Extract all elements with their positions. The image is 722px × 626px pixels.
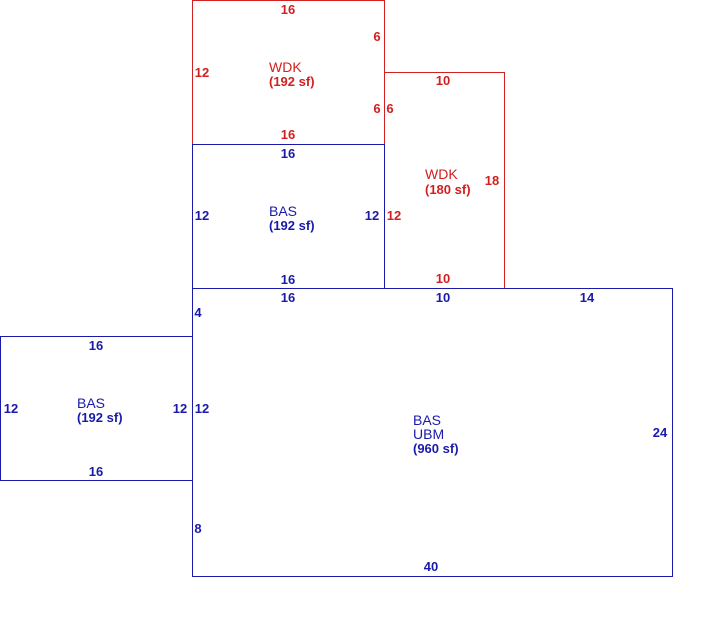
dim-wdk-top-bottom: 16 (281, 127, 295, 142)
dim-wdk-top-top: 16 (281, 2, 295, 17)
dim-wdk-top-left: 12 (195, 65, 209, 80)
dim-bas-main-top-a: 16 (281, 290, 295, 305)
dim-bas-main-top-c: 14 (580, 290, 595, 305)
dim-bas-main-left-a: 4 (194, 305, 202, 320)
area-size-bas-middle: (192 sf) (269, 218, 315, 233)
dim-bas-middle-bottom: 16 (281, 272, 295, 287)
area-code2-bas-main: UBM (413, 426, 444, 442)
dim-bas-middle-top: 16 (281, 146, 295, 161)
dim-wdk-top-right-upper: 6 (373, 29, 380, 44)
area-code-bas-main: BAS (413, 412, 441, 428)
dim-bas-main-left-b: 12 (195, 401, 209, 416)
dim-bas-left-right: 12 (173, 401, 187, 416)
dim-bas-middle-right-shared: 12 (387, 208, 401, 223)
area-code-wdk-right: WDK (425, 166, 458, 182)
bas-left-outline (0, 336, 193, 481)
dim-bas-left-left: 12 (4, 401, 18, 416)
area-code-wdk-top: WDK (269, 59, 302, 75)
dim-wdk-top-right-lower: 6 (373, 101, 380, 116)
dim-wdk-right-bottom: 10 (436, 271, 450, 286)
area-size-wdk-top: (192 sf) (269, 74, 315, 89)
dim-bas-left-bottom: 16 (89, 464, 103, 479)
dim-bas-main-top-b: 10 (436, 290, 450, 305)
dim-bas-middle-left: 12 (195, 208, 209, 223)
dim-wdk-right-top: 10 (436, 73, 450, 88)
dim-bas-middle-right: 12 (365, 208, 379, 223)
dim-wdk-right-left: 6 (386, 101, 393, 116)
area-size-wdk-right: (180 sf) (425, 182, 471, 197)
wdk-right-outline (384, 72, 505, 289)
area-code-bas-middle: BAS (269, 203, 297, 219)
dim-bas-main-bottom: 40 (424, 559, 438, 574)
area-size-bas-main: (960 sf) (413, 441, 459, 456)
dim-bas-left-top: 16 (89, 338, 103, 353)
dim-bas-main-left-c: 8 (194, 521, 201, 536)
dim-wdk-right-right: 18 (485, 173, 499, 188)
dim-bas-main-right: 24 (653, 425, 668, 440)
area-size-bas-left: (192 sf) (77, 410, 123, 425)
area-code-bas-left: BAS (77, 395, 105, 411)
